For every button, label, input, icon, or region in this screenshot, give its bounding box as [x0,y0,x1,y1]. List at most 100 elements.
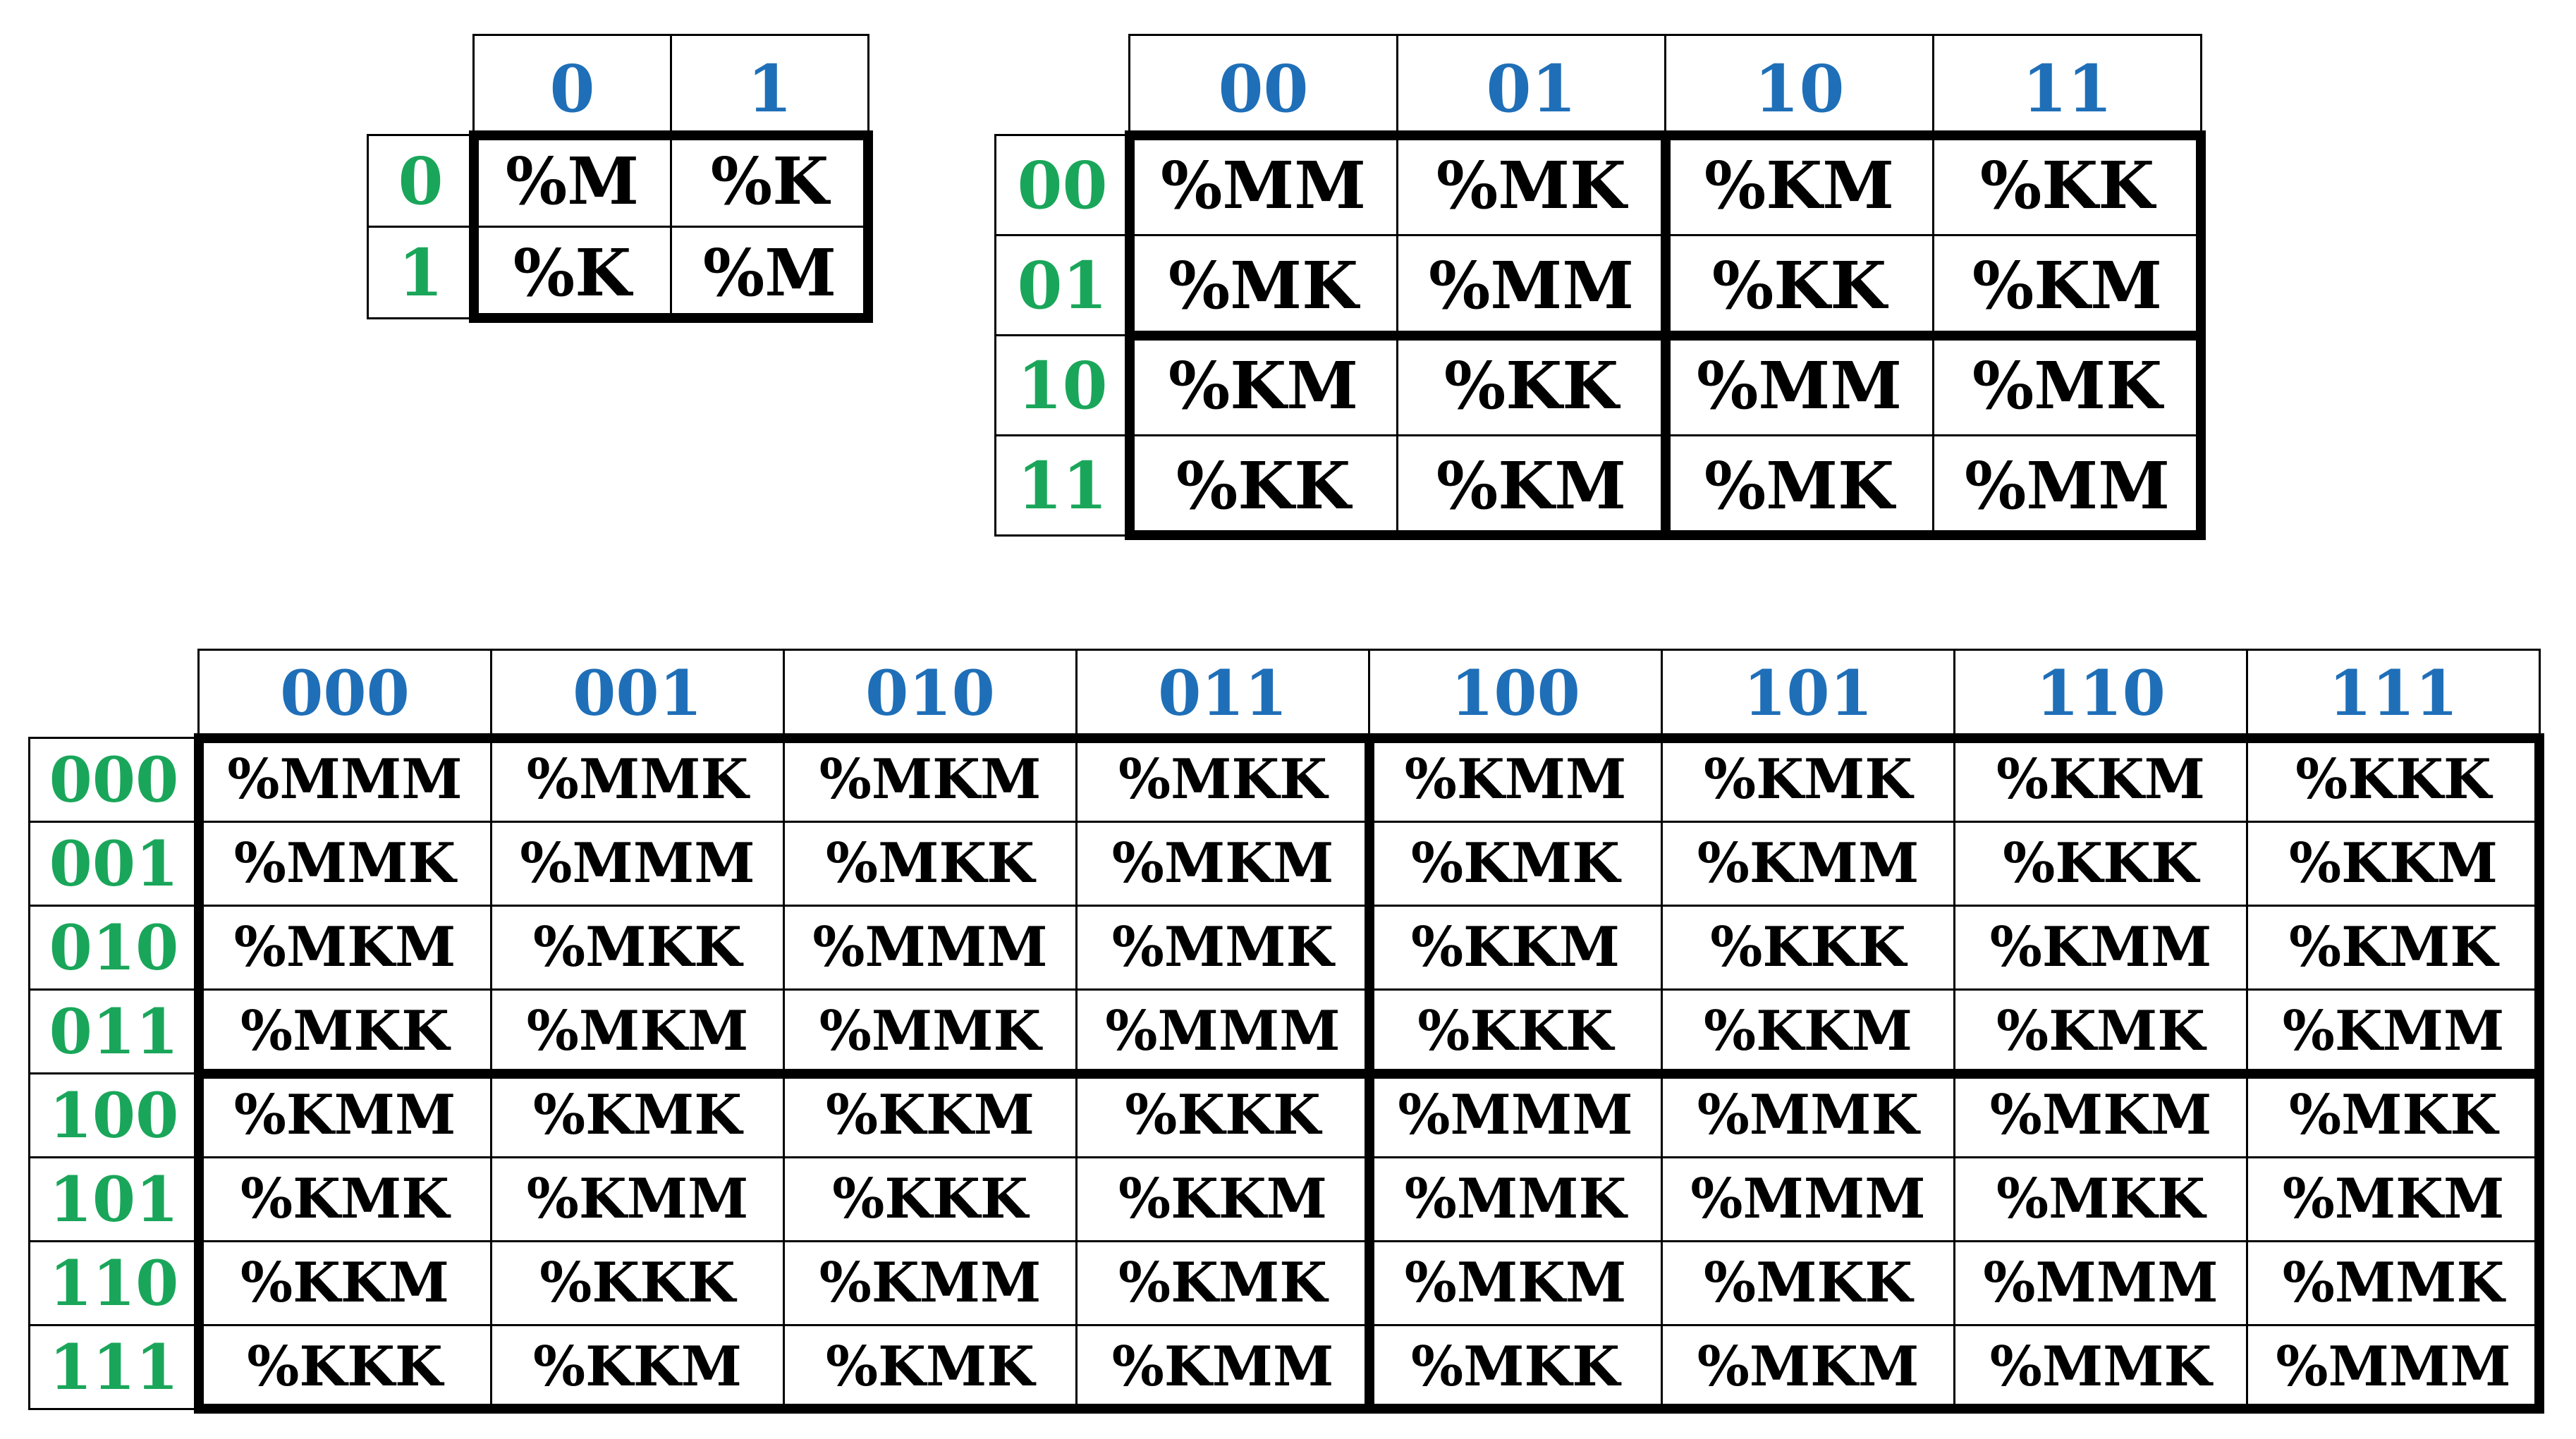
table-cell: %MMK [490,737,785,823]
table-cell: %KMK [490,1072,785,1158]
table-cell: %KKK [197,1324,492,1410]
column-header: 010 [783,649,1078,739]
table-cell: %MM [1932,434,2202,537]
table-cell: %MK [1664,434,1934,537]
column-header: 100 [1368,649,1663,739]
table-cell: %MKK [490,905,785,991]
table-cell: %KMM [783,1240,1078,1326]
table-cell: %KMK [1661,737,1955,823]
table-cell: %KKK [1661,905,1955,991]
table-cell: %KKM [1661,988,1955,1074]
table-cell: %MMM [2246,1324,2541,1410]
table-cell: %KK [1664,234,1934,336]
row-header: 11 [994,434,1130,537]
table-cell: %MMM [490,821,785,907]
table-cell: %KMK [1075,1240,1370,1326]
table-cell: %KMM [197,1072,492,1158]
row-header: 1 [367,226,475,319]
row-header: 0 [367,134,475,228]
column-header: 101 [1661,649,1955,739]
table-cell: %MMM [1953,1240,2248,1326]
table-cell: %KMK [197,1156,492,1242]
table-cell: %KKM [490,1324,785,1410]
table-cell: %MMM [197,737,492,823]
table-cell: %KMM [1953,905,2248,991]
table-cell: %KK [1396,334,1666,436]
table-cell: %KMM [1368,737,1663,823]
table-cell: %MK [1128,234,1398,336]
table-cell: %MKM [2246,1156,2541,1242]
table-cell: %MKK [1368,1324,1663,1410]
table-cell: %MKK [783,821,1078,907]
table-cell: %KKM [783,1072,1078,1158]
table-cell: %KKM [1075,1156,1370,1242]
table-cell: %MKM [783,737,1078,823]
table-cell: %MKK [1661,1240,1955,1326]
table-cell: %MKM [1661,1324,1955,1410]
table-cell: %KMM [2246,988,2541,1074]
table-cell: %MMM [1661,1156,1955,1242]
table-cell: %MMK [197,821,492,907]
row-header: 000 [28,737,200,823]
column-header: 00 [1128,34,1398,136]
table-cell: %MMK [2246,1240,2541,1326]
column-header: 10 [1664,34,1934,136]
table-cell: %M [472,134,672,228]
column-header: 1 [670,34,869,136]
row-header: 00 [994,134,1130,236]
table-cell: %MKM [197,905,492,991]
row-header: 100 [28,1072,200,1158]
row-header: 01 [994,234,1130,336]
table-cell: %KKK [490,1240,785,1326]
column-header: 11 [1932,34,2202,136]
row-header: 111 [28,1324,200,1410]
row-header: 101 [28,1156,200,1242]
table-cell: %MKK [197,988,492,1074]
table-cell: %KMK [783,1324,1078,1410]
table-cell: %KMK [1953,988,2248,1074]
table-cell: %MMK [783,988,1078,1074]
table-cell: %K [472,226,672,319]
table-cell: %MKK [2246,1072,2541,1158]
table-cell: %KM [1396,434,1666,537]
table-cell: %MKM [490,988,785,1074]
table-cell: %KKM [1953,737,2248,823]
table-cell: %K [670,134,869,228]
table-cell: %MMM [1368,1072,1663,1158]
table-cell: %KMM [1661,821,1955,907]
table-cell: %MM [1664,334,1934,436]
table-cell: %MMM [1075,988,1370,1074]
row-header: 110 [28,1240,200,1326]
table-cell: %KKK [1368,988,1663,1074]
table-cell: %KMM [490,1156,785,1242]
row-header: 001 [28,821,200,907]
table-cell: %MMK [1953,1324,2248,1410]
table-cell: %MKM [1953,1072,2248,1158]
table-cell: %KKK [783,1156,1078,1242]
table-cell: %MKK [1953,1156,2248,1242]
table-cell: %MMK [1075,905,1370,991]
table-cell: %KK [1128,434,1398,537]
column-header: 0 [472,34,672,136]
table-cell: %MKM [1075,821,1370,907]
table-cell: %KKM [197,1240,492,1326]
table-cell: %KK [1932,134,2202,236]
column-header: 01 [1396,34,1666,136]
column-header: 000 [197,649,492,739]
table-cell: %MKM [1368,1240,1663,1326]
table-cell: %MKK [1075,737,1370,823]
row-header: 010 [28,905,200,991]
table-cell: %KKK [2246,737,2541,823]
table-cell: %KKK [1075,1072,1370,1158]
table-cell: %KMK [2246,905,2541,991]
row-header: 011 [28,988,200,1074]
table-cell: %MK [1396,134,1666,236]
table-cell: %KKK [1953,821,2248,907]
table-cell: %KMK [1368,821,1663,907]
table-cell: %KKM [1368,905,1663,991]
table-cell: %M [670,226,869,319]
table-cell: %MMM [783,905,1078,991]
row-header: 10 [994,334,1130,436]
